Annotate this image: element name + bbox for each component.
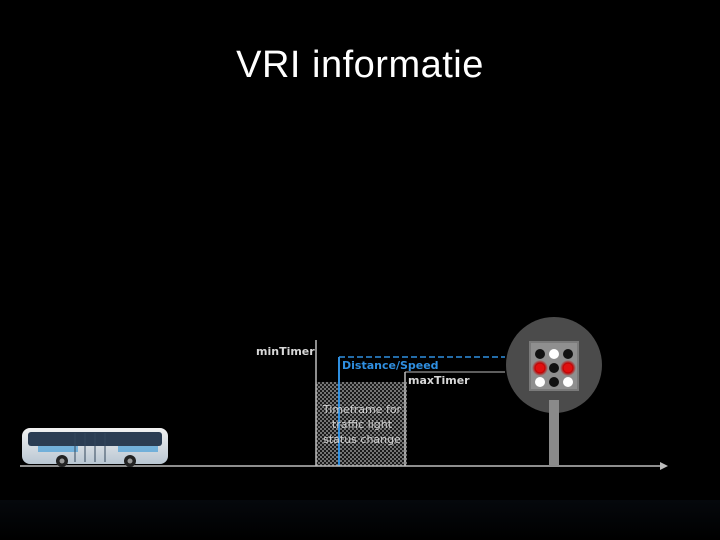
bus-icon	[22, 428, 168, 467]
traffic-light-icon	[506, 317, 602, 466]
timeframe-line-3: status change	[323, 433, 401, 446]
distance-speed-label: Distance/Speed	[342, 359, 439, 372]
timeframe-label: Timeframe for traffic light status chang…	[316, 402, 408, 447]
max-timer-label: maxTimer	[408, 374, 470, 387]
axis-arrowhead	[660, 462, 668, 470]
timeframe-line-2: traffic light	[331, 418, 393, 431]
bottom-band	[0, 500, 720, 540]
timeframe-area	[316, 382, 407, 466]
slide-title: VRI informatie	[236, 44, 484, 86]
min-timer-label: minTimer	[256, 345, 315, 358]
timeframe-line-1: Timeframe for	[322, 403, 402, 416]
